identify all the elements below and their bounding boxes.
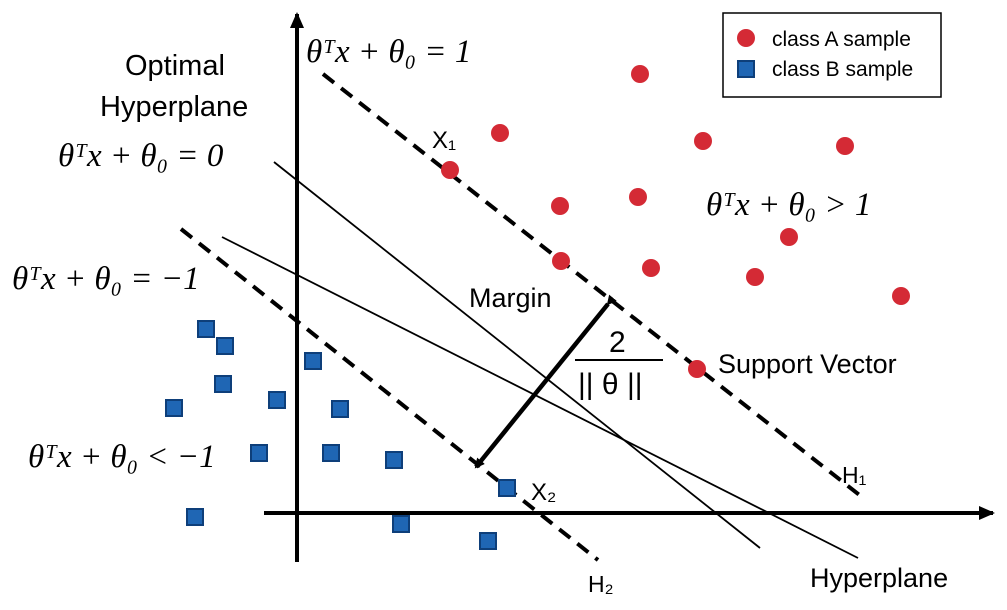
class-a-point [746,268,764,286]
class-b-support-vector-x2 [498,479,516,497]
class-b-point [197,320,215,338]
class-b-point [216,337,234,355]
class-b-point [331,400,349,418]
optimal-hyperplane-line [273,161,761,549]
class-a-point [629,188,647,206]
class-b-point [268,391,286,409]
class-a-point [642,259,660,277]
margin-label: Margin [469,283,552,313]
equation-h2: θᵀx + θ₀ = −1 [12,261,200,297]
h2-dashed-line [179,227,600,562]
h1-label: H₁ [842,462,867,488]
legend-class-b-marker [737,60,755,78]
class-a-point [552,252,570,270]
class-a-point [694,132,712,150]
class-a-point [631,65,649,83]
class-a-point [892,287,910,305]
equation-h0: θᵀx + θ₀ = 0 [58,138,224,174]
class-b-point [385,451,403,469]
legend: class A sample class B sample [722,12,942,98]
optimal-hyperplane-label-line1: Optimal [125,50,225,82]
equation-region-b: θᵀx + θ₀ < −1 [28,439,216,475]
x2-label: X₂ [531,479,556,506]
class-b-point [304,352,322,370]
class-a-point [551,197,569,215]
margin-formula-denominator: || θ || [578,368,643,401]
class-b-points [165,320,516,550]
legend-class-b-label: class B sample [772,58,913,81]
h1-dashed-line [321,72,864,499]
class-b-point [250,444,268,462]
class-b-point [479,532,497,550]
class-a-point [491,124,509,142]
h2-label: H₂ [588,571,614,597]
class-b-point [186,508,204,526]
legend-class-a-label: class A sample [772,28,911,51]
legend-class-a-marker [737,29,755,47]
class-a-support-vector-x1 [441,161,459,179]
class-b-point [392,515,410,533]
class-a-support-vector [688,360,706,378]
x1-label: X₁ [432,127,456,154]
legend-box [722,12,942,98]
equation-h1: θᵀx + θ₀ = 1 [306,34,471,70]
optimal-hyperplane-label-line2: Hyperplane [100,91,248,123]
support-vector-label: Support Vector [718,349,897,379]
class-b-point [165,399,183,417]
class-b-point [322,444,340,462]
margin-formula-numerator: 2 [609,326,626,359]
margin-arrow [474,294,617,469]
hyperplane-label: Hyperplane [810,563,948,593]
class-a-point [780,228,798,246]
class-a-points [441,65,910,378]
class-b-point [214,375,232,393]
equation-region-a: θᵀx + θ₀ > 1 [706,187,871,223]
class-a-point [836,137,854,155]
